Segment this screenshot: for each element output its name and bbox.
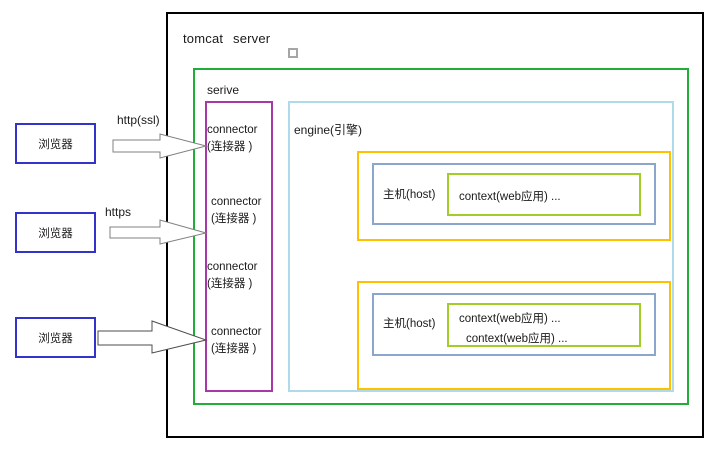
connector-item-1: connector (连接器 )	[207, 122, 258, 156]
context-box-2	[447, 303, 641, 347]
server-label: server	[233, 31, 271, 46]
connector-item-2-en: connector	[211, 196, 262, 208]
host-label-1: 主机(host)	[383, 189, 436, 201]
engine-frame	[288, 101, 674, 392]
connector-item-3-cn: (连接器 )	[207, 278, 253, 290]
connector-item-1-en: connector	[207, 124, 258, 136]
host-label-2: 主机(host)	[383, 318, 436, 330]
context-box-1	[447, 173, 641, 216]
server-marker-icon	[288, 48, 298, 58]
connector-item-3-en: connector	[207, 261, 258, 273]
connector-item-1-cn: (连接器 )	[207, 141, 253, 153]
protocol-label-http-ssl: http(ssl)	[117, 113, 160, 127]
connector-frame	[205, 101, 273, 392]
host-outer-frame-1	[357, 151, 671, 241]
browser-label-2: 浏览器	[38, 227, 73, 240]
connector-item-4: connector (连接器 )	[211, 324, 262, 358]
connector-item-4-cn: (连接器 )	[211, 343, 257, 355]
browser-box-3: 浏览器	[15, 317, 96, 358]
host-outer-frame-2	[357, 281, 671, 390]
connector-item-2-cn: (连接器 )	[211, 213, 257, 225]
connector-item-4-en: connector	[211, 326, 262, 338]
protocol-label-https: https	[105, 205, 132, 219]
connector-item-2: connector (连接器 )	[211, 194, 262, 228]
context-label-2-1: context(web应用) ...	[459, 313, 561, 325]
service-label: serive	[207, 83, 240, 97]
context-label-2-2: context(web应用) ...	[466, 333, 568, 345]
connector-item-3: connector (连接器 )	[207, 259, 258, 293]
browser-label-3: 浏览器	[38, 332, 73, 345]
browser-label-1: 浏览器	[38, 138, 73, 151]
host-inner-frame-2	[372, 293, 656, 356]
tomcat-label: tomcat	[183, 31, 224, 46]
host-inner-frame-1	[372, 163, 656, 225]
browser-box-1: 浏览器	[15, 123, 96, 164]
browser-box-2: 浏览器	[15, 212, 96, 253]
context-label-1-1: context(web应用) ...	[459, 191, 561, 203]
engine-label: engine(引擎)	[294, 123, 363, 137]
